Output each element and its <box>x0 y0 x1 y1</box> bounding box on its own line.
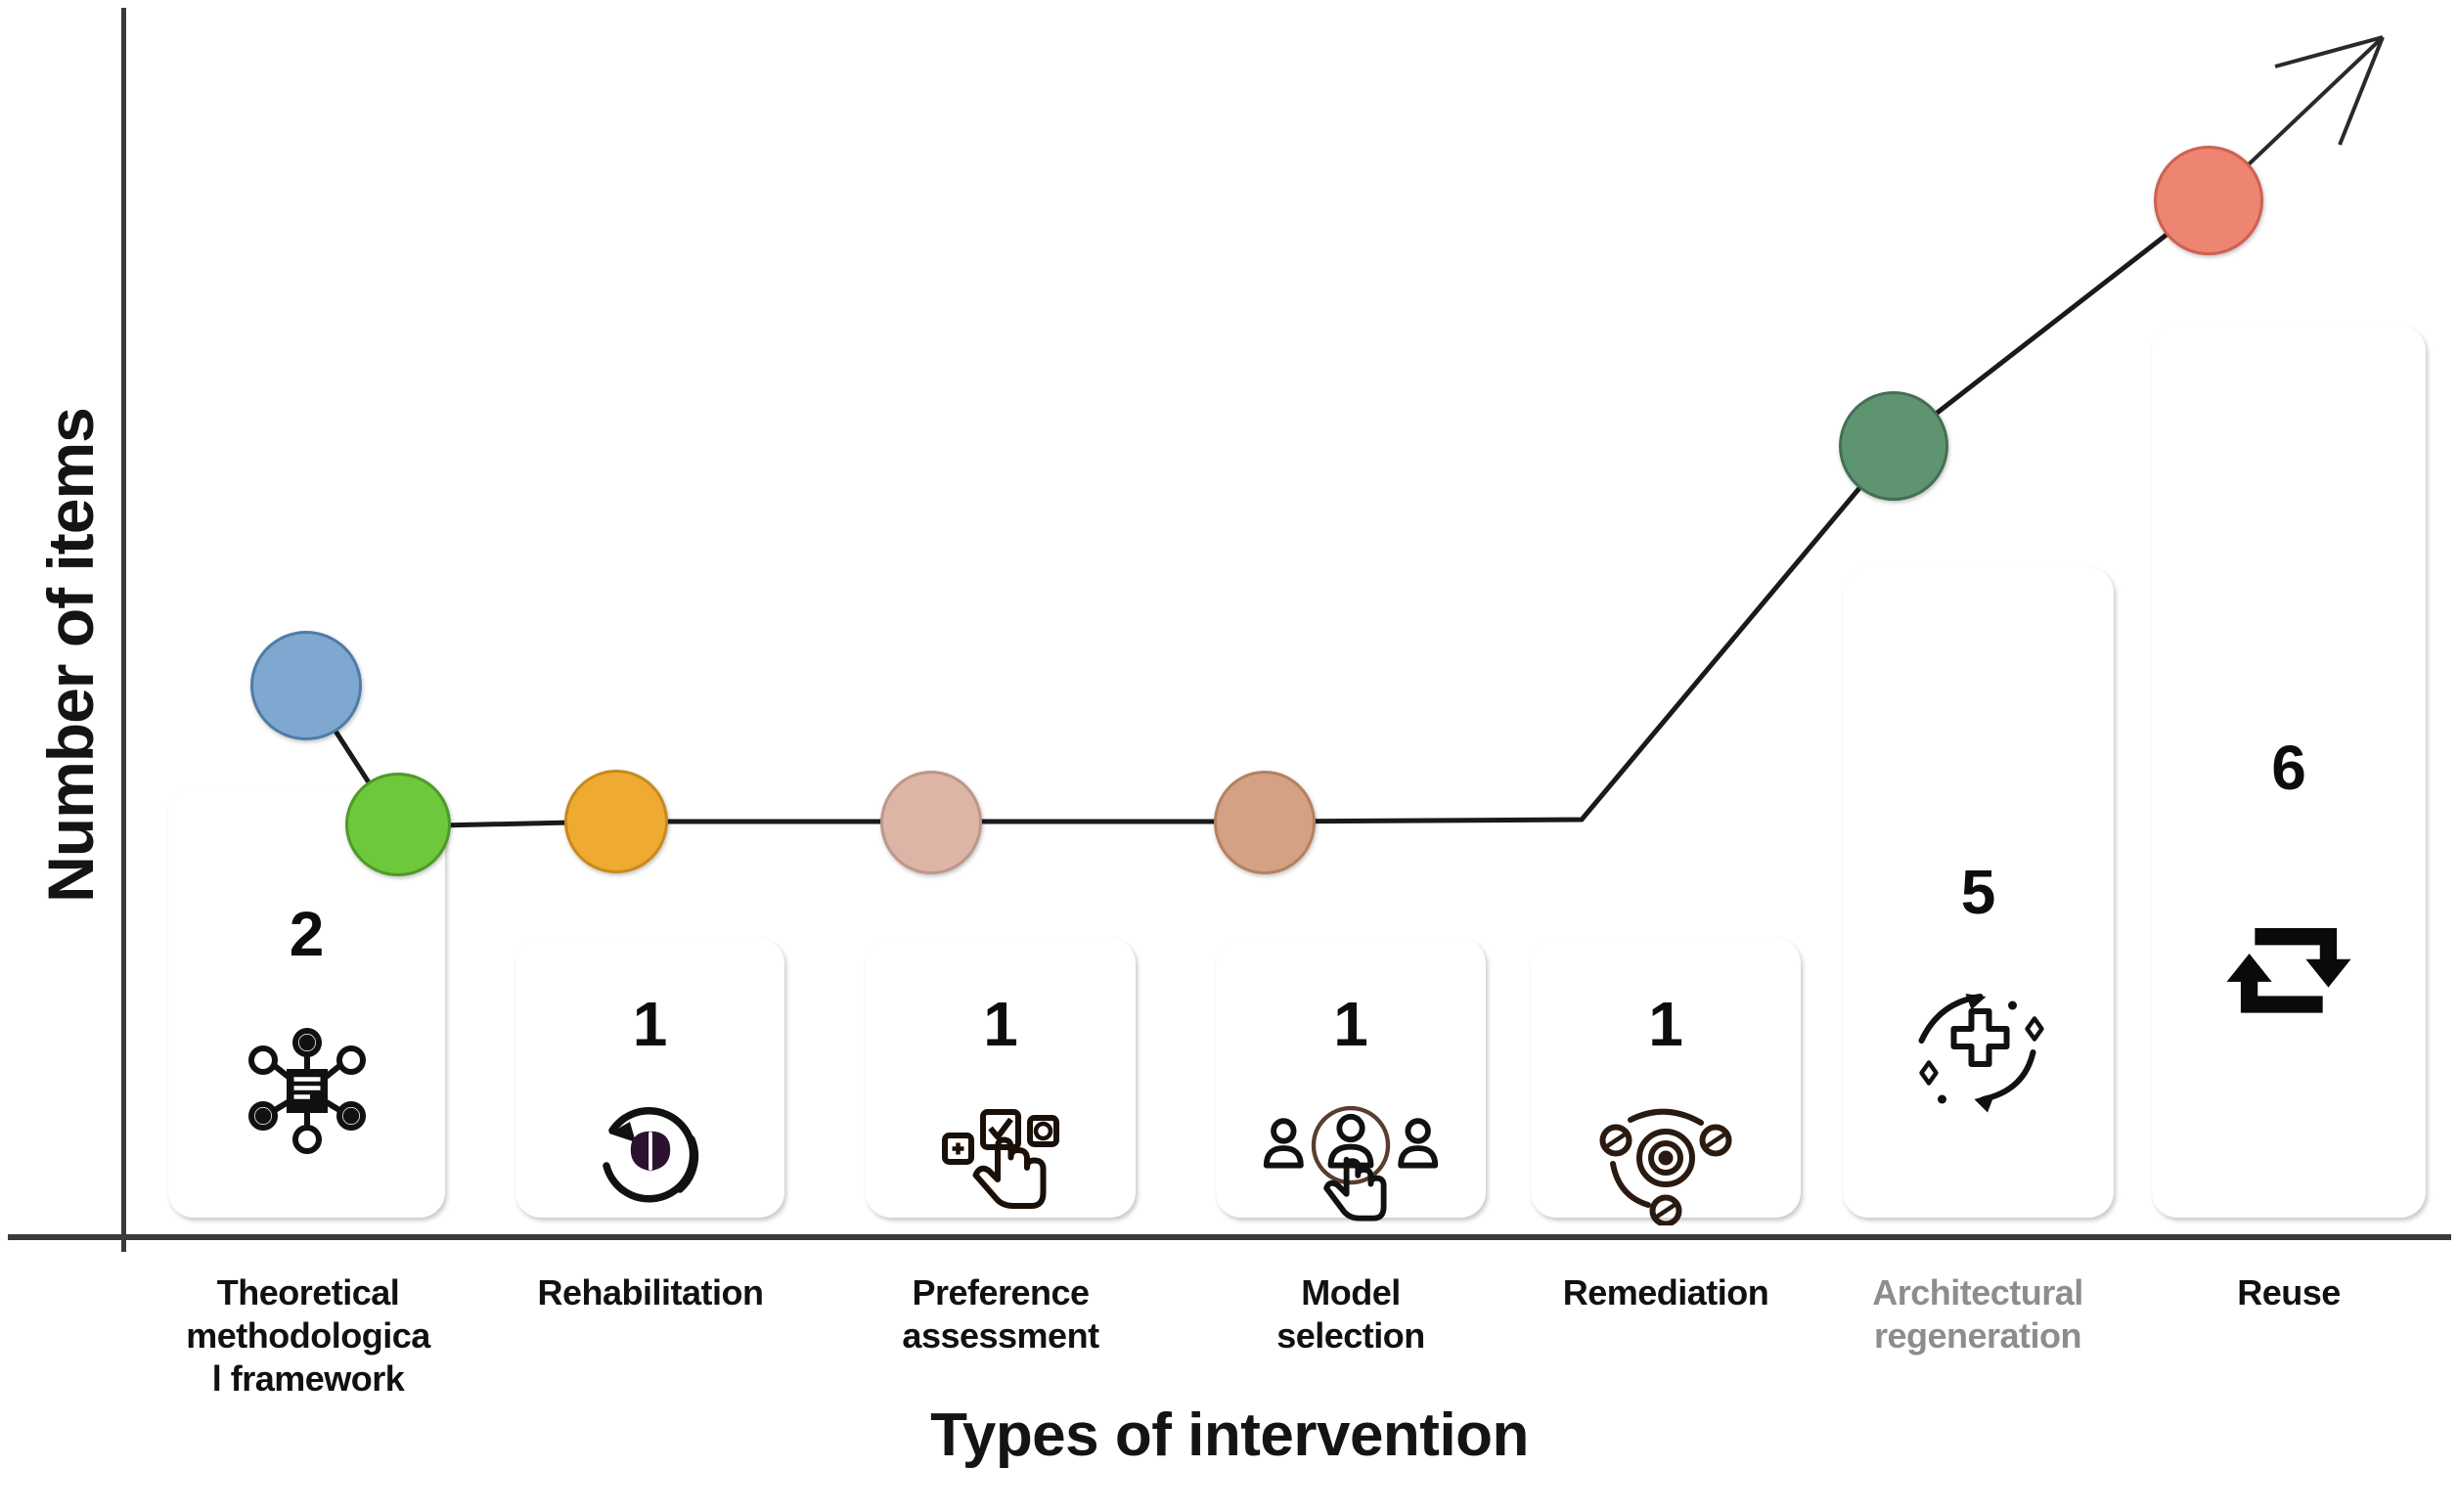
trend-marker-theoretical-methodological-framework[interactable] <box>250 631 362 740</box>
x-tick-label-line: Remediation <box>1562 1272 1769 1312</box>
bar-architectural-regeneration[interactable]: 5 <box>1843 567 2114 1218</box>
trend-marker-rehabilitation[interactable] <box>345 773 451 876</box>
people-select-icon <box>1258 1075 1444 1222</box>
x-tick-label-line: selection <box>1276 1314 1425 1356</box>
x-tick-label-line: Model <box>1301 1272 1401 1312</box>
network-framework-icon <box>234 1010 380 1157</box>
bar-rehabilitation[interactable]: 1 <box>515 938 784 1218</box>
bar-model-selection[interactable]: 1 <box>1216 938 1486 1222</box>
x-tick-label-line: regeneration <box>1873 1314 2082 1356</box>
x-tick-label-line: Rehabilitation <box>537 1272 764 1312</box>
regeneration-plus-orbit-icon <box>1886 976 2072 1123</box>
bar-value: 5 <box>1960 857 1996 927</box>
trend-marker-preference-assessment[interactable] <box>564 770 668 873</box>
bar-theoretical-methodological-framework[interactable]: 2 <box>168 787 445 1218</box>
x-tick-label-remediation: Remediation <box>1504 1271 1827 1314</box>
bar-remediation[interactable]: 1 <box>1531 938 1801 1225</box>
bar-value: 1 <box>1333 989 1368 1059</box>
y-axis-line <box>121 8 126 1252</box>
x-axis-line <box>8 1234 2451 1240</box>
x-tick-label-line: assessment <box>902 1314 1099 1356</box>
bar-preference-assessment[interactable]: 1 <box>866 938 1136 1218</box>
trend-marker-architectural-regeneration[interactable] <box>1839 391 1948 501</box>
reuse-repeat-arrows-icon <box>2196 903 2382 1030</box>
x-tick-label-line: methodologica <box>186 1314 430 1356</box>
remediation-target-icon <box>1592 1079 1739 1225</box>
x-tick-label-reuse: Reuse <box>2127 1271 2450 1314</box>
bar-value: 1 <box>1648 989 1683 1059</box>
x-tick-label-line: l framework <box>211 1357 405 1399</box>
bar-value: 2 <box>289 899 325 969</box>
x-tick-label-architectural-regeneration: Architectural regeneration <box>1816 1271 2139 1357</box>
trend-marker-reuse[interactable] <box>2154 146 2263 255</box>
hand-select-checkbox-icon <box>927 1071 1074 1218</box>
x-tick-label-line: Architectural <box>1872 1272 2083 1312</box>
bar-value: 1 <box>632 989 668 1059</box>
bar-value: 1 <box>983 989 1018 1059</box>
x-tick-label-model-selection: Model selection <box>1189 1271 1512 1357</box>
x-tick-label-preference-assessment: Preference assessment <box>839 1271 1162 1357</box>
trend-marker-remediation[interactable] <box>1214 771 1316 874</box>
trend-marker-model-selection[interactable] <box>880 771 982 874</box>
bar-value: 6 <box>2271 733 2306 803</box>
x-tick-label-line: Theoretical <box>216 1272 400 1312</box>
x-tick-label-rehabilitation: Rehabilitation <box>489 1271 812 1314</box>
x-tick-label-theoretical-methodological-framework: Theoretical methodologica l framework <box>147 1271 469 1401</box>
x-axis-title: Types of intervention <box>930 1401 1529 1469</box>
x-tick-label-line: Reuse <box>2237 1272 2341 1312</box>
brain-refresh-icon <box>577 1075 724 1222</box>
x-tick-label-line: Preference <box>912 1272 1090 1312</box>
bar-reuse[interactable]: 6 <box>2152 326 2426 1218</box>
